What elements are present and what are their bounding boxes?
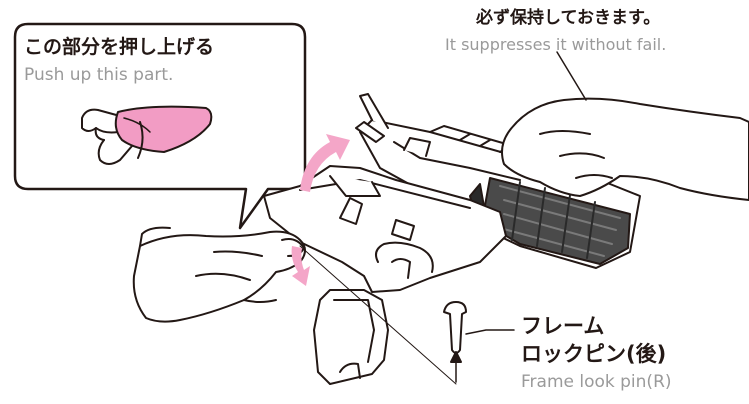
frame-lock-pin [443,301,467,383]
hold-note-en: It suppresses it without fail. [445,35,667,54]
right-hand [501,97,749,201]
hold-note-jp: 必ず保持しておきます。 [476,8,661,28]
callout-title-jp: この部分を押し上げる [24,36,215,58]
callout-title-en: Push up this part. [24,65,174,85]
rotation-arrows [291,134,350,286]
left-hand [132,226,306,323]
pin-leader-line [465,329,515,335]
pin-axis-line [299,245,457,385]
finger-push-inset [81,105,213,165]
pin-label-jp-line2: ロックピン(後) [521,342,667,366]
pin-label-jp-line1: フレーム [521,314,605,338]
hold-leader-line [556,51,587,101]
lower-receiver [263,165,507,385]
upper-receiver [355,93,641,269]
pin-label-en: Frame look pin(R) [521,372,672,392]
